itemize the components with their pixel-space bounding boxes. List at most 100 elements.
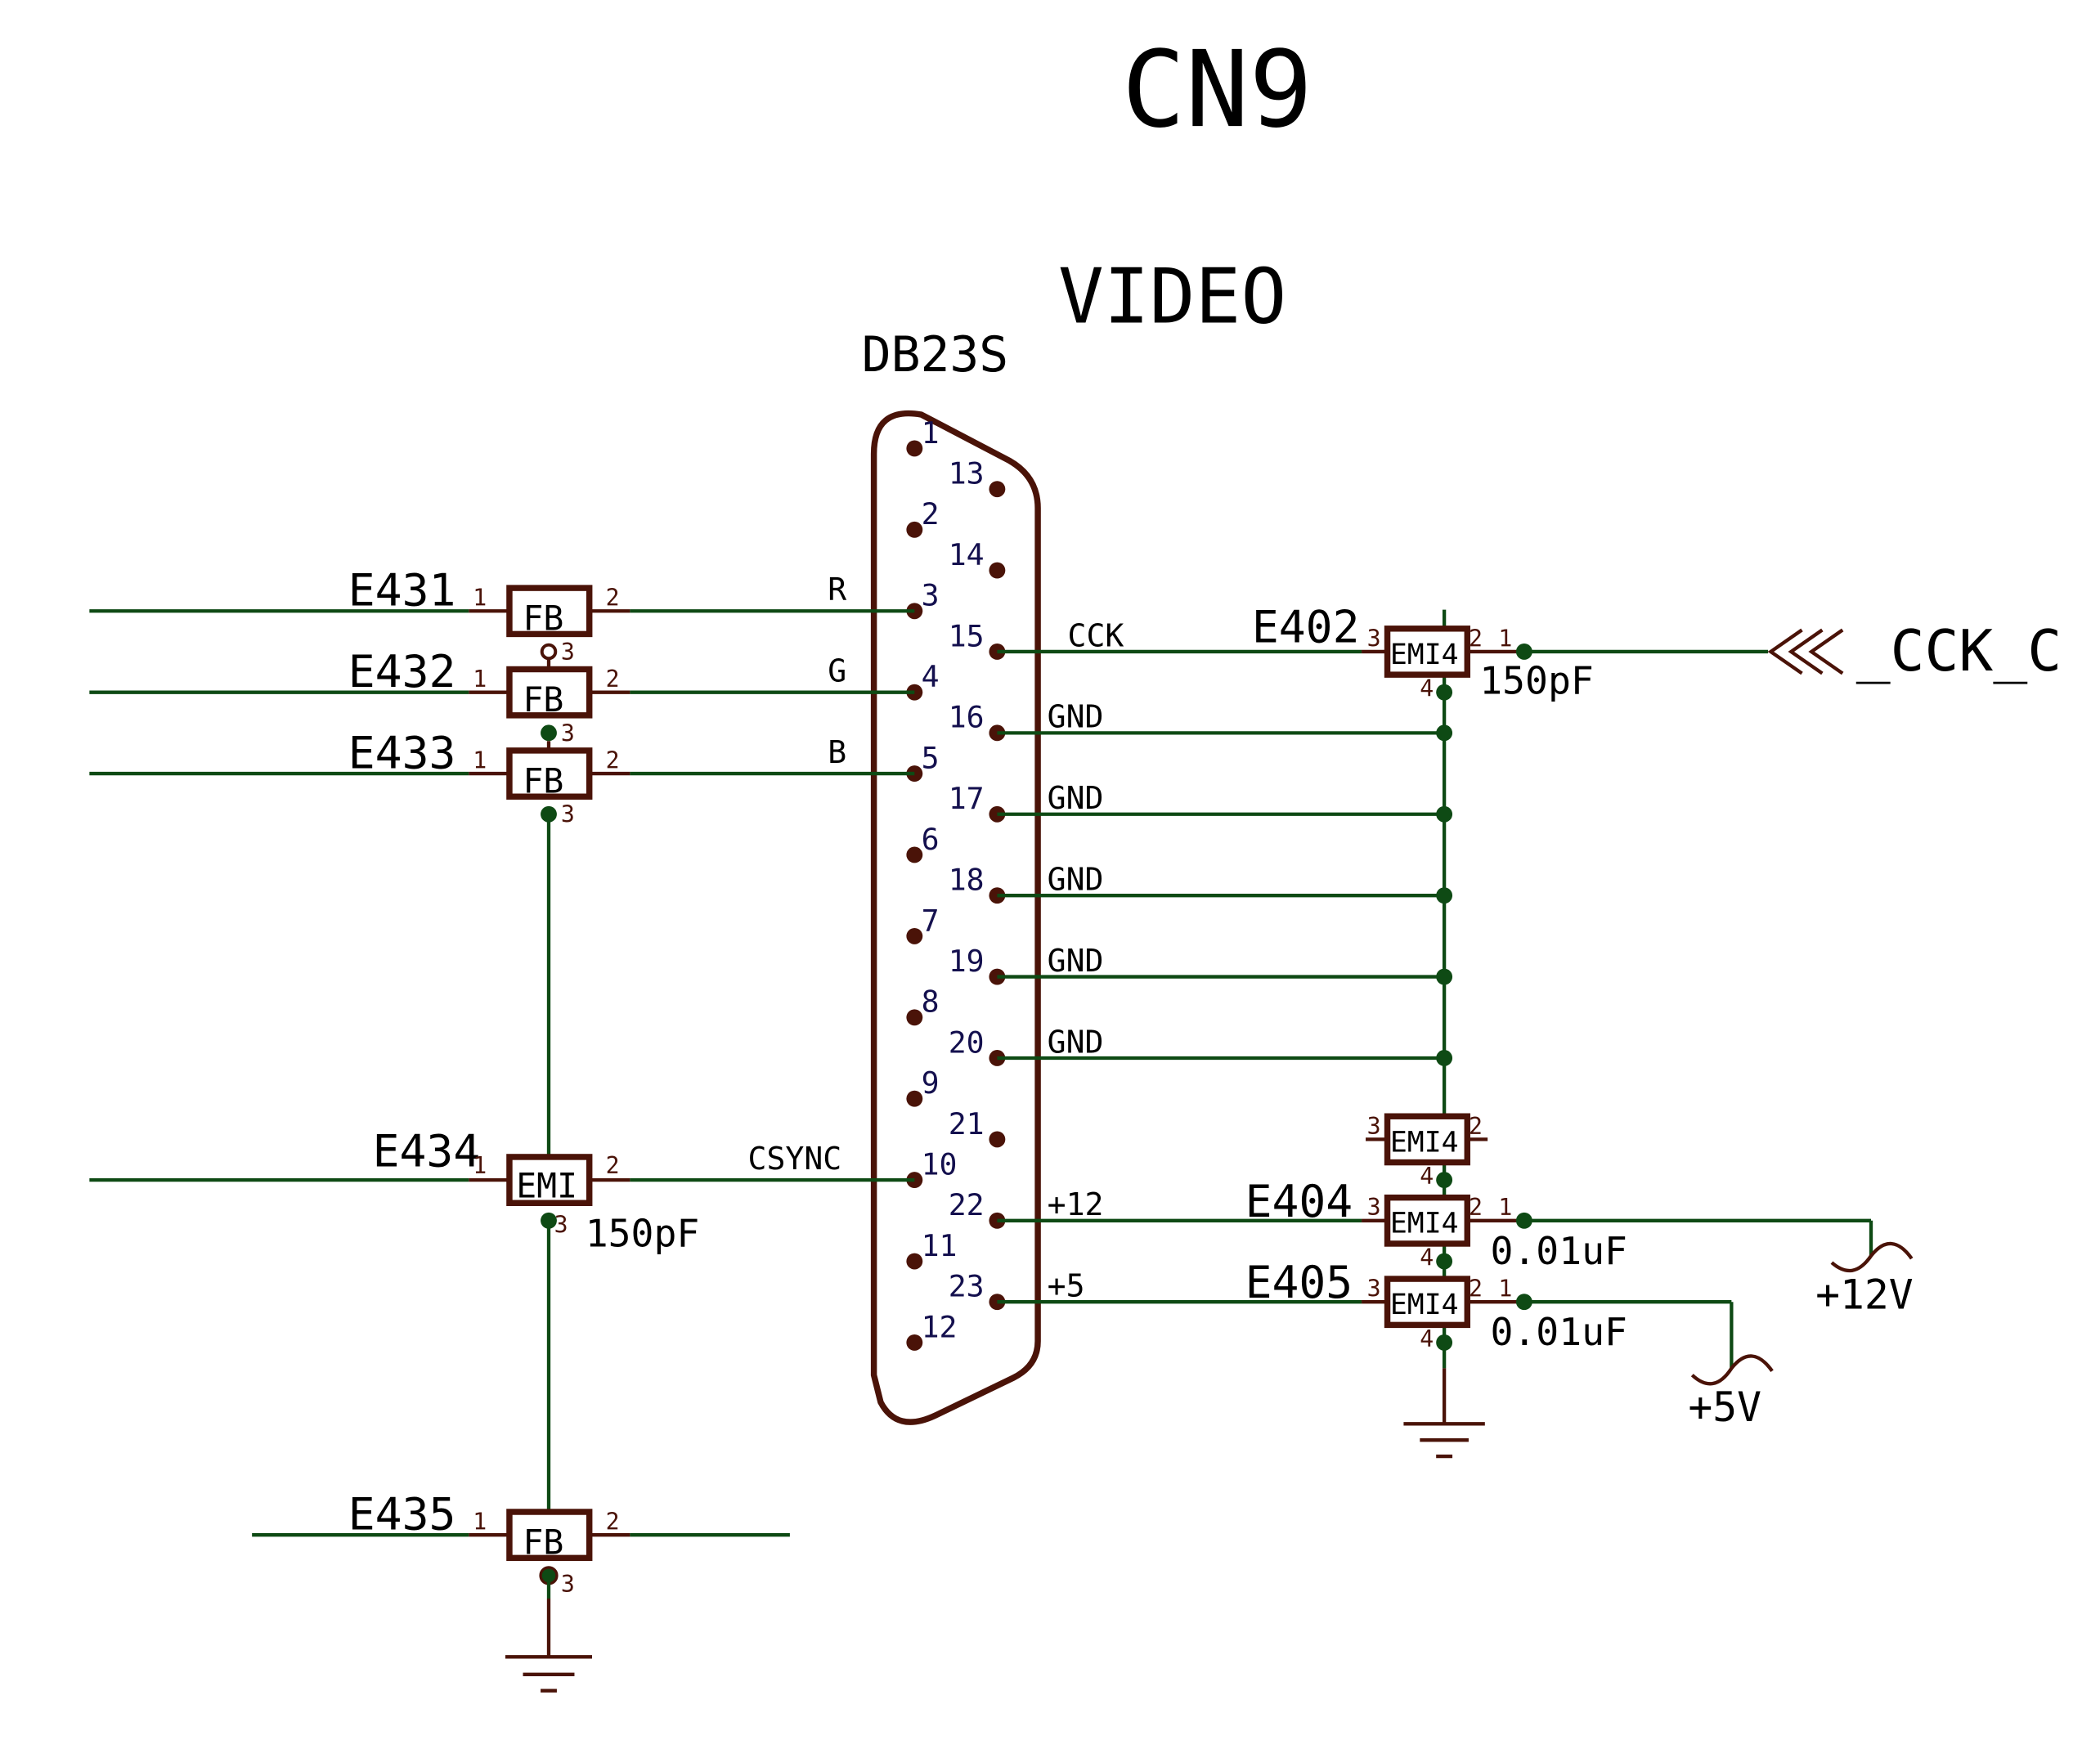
connector-pin[interactable]: 15: [949, 618, 1006, 660]
power-label-5v: +5V: [1688, 1384, 1761, 1431]
connector-pin[interactable]: 17: [949, 781, 1006, 823]
svg-text:1: 1: [922, 415, 940, 451]
svg-text:6: 6: [922, 822, 940, 857]
svg-text:4: 4: [1420, 1244, 1434, 1271]
net-label-r: R: [828, 572, 846, 608]
svg-text:23: 23: [949, 1269, 985, 1304]
e433-ref: E433: [348, 726, 456, 778]
net-label-cck: CCK: [1068, 617, 1124, 653]
svg-text:16: 16: [949, 700, 985, 735]
e432-ref: E432: [348, 645, 456, 697]
connector-pin[interactable]: 21: [949, 1106, 1006, 1148]
connector-pin[interactable]: 2: [906, 496, 940, 538]
svg-text:3: 3: [561, 720, 575, 747]
component-e402[interactable]: EMI4 E402 3 2 1 4 150pF: [1252, 600, 1594, 702]
svg-text:2: 2: [1469, 1276, 1483, 1303]
connector-pin[interactable]: 14: [949, 537, 1006, 579]
component-e431[interactable]: FB E431 1 2 3: [89, 564, 915, 666]
svg-text:2: 2: [1469, 625, 1483, 652]
net-label-gnd-17: GND: [1048, 780, 1104, 816]
svg-text:4: 4: [1420, 675, 1434, 702]
e402-type: EMI4: [1390, 639, 1459, 671]
svg-text:4: 4: [922, 659, 940, 694]
svg-text:3: 3: [561, 1571, 575, 1598]
component-e405[interactable]: EMI4 E405 3 2 1 4 0.01uF: [1245, 1256, 1627, 1354]
svg-text:2: 2: [1469, 1194, 1483, 1221]
net-label-gnd-20: GND: [1048, 1024, 1104, 1060]
svg-text:18: 18: [949, 863, 985, 898]
e434-ref: E434: [373, 1125, 481, 1177]
port-cck-c[interactable]: _CCK_C: [1856, 618, 2062, 684]
connector-pin[interactable]: 19: [949, 944, 1006, 985]
connector-pin[interactable]: 12: [906, 1309, 957, 1351]
net-label-gnd-19: GND: [1048, 943, 1104, 979]
connector-pin[interactable]: 13: [949, 456, 1006, 498]
e404-ref: E404: [1245, 1175, 1353, 1227]
net-label-gnd-16: GND: [1048, 699, 1104, 735]
svg-text:3: 3: [1367, 1113, 1381, 1140]
power-label-12v: +12V: [1815, 1271, 1914, 1318]
svg-text:15: 15: [949, 618, 985, 653]
svg-text:19: 19: [949, 944, 985, 979]
connector-pin[interactable]: 4: [906, 659, 940, 701]
connector-pin[interactable]: 23: [949, 1269, 1006, 1311]
svg-text:3: 3: [561, 801, 575, 828]
sheet-subtitle: VIDEO: [1058, 252, 1286, 340]
connector-pin[interactable]: 8: [906, 984, 940, 1026]
svg-text:1: 1: [1498, 1276, 1512, 1303]
component-e404[interactable]: EMI4 E404 3 2 1 4 0.01uF: [1245, 1175, 1627, 1273]
sheet-title: CN9: [1122, 29, 1312, 151]
component-e432[interactable]: FB E432 1 2 3: [89, 645, 915, 747]
svg-text:1: 1: [473, 1509, 487, 1536]
connector-pin[interactable]: 22: [949, 1187, 1006, 1229]
svg-text:9: 9: [922, 1065, 940, 1101]
svg-text:3: 3: [561, 639, 575, 666]
e432-type: FB: [523, 680, 564, 720]
e431-ref: E431: [348, 564, 456, 617]
svg-text:13: 13: [949, 456, 985, 491]
component-e433[interactable]: FB E433 1 2 3: [89, 726, 915, 828]
connector-pin[interactable]: 6: [906, 822, 940, 863]
connector-pin[interactable]: 5: [906, 740, 940, 783]
e402-ref: E402: [1252, 600, 1360, 653]
connector-pin[interactable]: 7: [906, 903, 940, 944]
svg-text:2: 2: [606, 747, 620, 774]
svg-text:1: 1: [473, 585, 487, 612]
svg-text:11: 11: [922, 1228, 958, 1263]
connector-pin[interactable]: 1: [906, 415, 940, 457]
connector-pin[interactable]: 20: [949, 1025, 1006, 1066]
svg-text:8: 8: [922, 984, 940, 1020]
svg-text:1: 1: [1498, 625, 1512, 652]
svg-text:2: 2: [606, 666, 620, 693]
e404-type: EMI4: [1390, 1208, 1459, 1240]
e404-value: 0.01uF: [1490, 1229, 1627, 1273]
connector-pin[interactable]: 11: [906, 1228, 957, 1270]
svg-text:2: 2: [606, 1509, 620, 1536]
connector-pin[interactable]: 18: [949, 863, 1006, 904]
svg-text:12: 12: [922, 1309, 958, 1344]
e433-type: FB: [523, 761, 564, 801]
connector-part-label: DB23S: [862, 327, 1009, 383]
svg-text:7: 7: [922, 903, 940, 938]
svg-text:22: 22: [949, 1187, 985, 1222]
svg-text:3: 3: [1367, 1276, 1381, 1303]
ground-symbol-left: [505, 1575, 593, 1693]
svg-text:20: 20: [949, 1025, 985, 1060]
e405-value: 0.01uF: [1490, 1310, 1627, 1354]
connector-pin[interactable]: 16: [949, 700, 1006, 742]
svg-text:1: 1: [473, 1152, 487, 1179]
power-12v-icon: [1830, 1241, 1914, 1273]
net-label-g: G: [828, 653, 846, 688]
e402-value: 150pF: [1479, 658, 1594, 702]
e434-value: 150pF: [586, 1211, 700, 1255]
component-e434[interactable]: EMI E434 1 2 3 150pF: [89, 1125, 915, 1256]
connector-pin[interactable]: 10: [906, 1146, 957, 1189]
connector-pin[interactable]: 9: [906, 1065, 940, 1107]
connector-pin[interactable]: 3: [906, 578, 940, 620]
svg-text:3: 3: [554, 1212, 568, 1239]
svg-text:2: 2: [1469, 1113, 1483, 1140]
svg-text:3: 3: [1367, 625, 1381, 652]
component-e435[interactable]: FB E435 1 2 3: [252, 1488, 790, 1598]
offpage-connector-icon: [1767, 628, 1844, 675]
component-e403[interactable]: EMI4 3 2 4: [1366, 1113, 1488, 1190]
